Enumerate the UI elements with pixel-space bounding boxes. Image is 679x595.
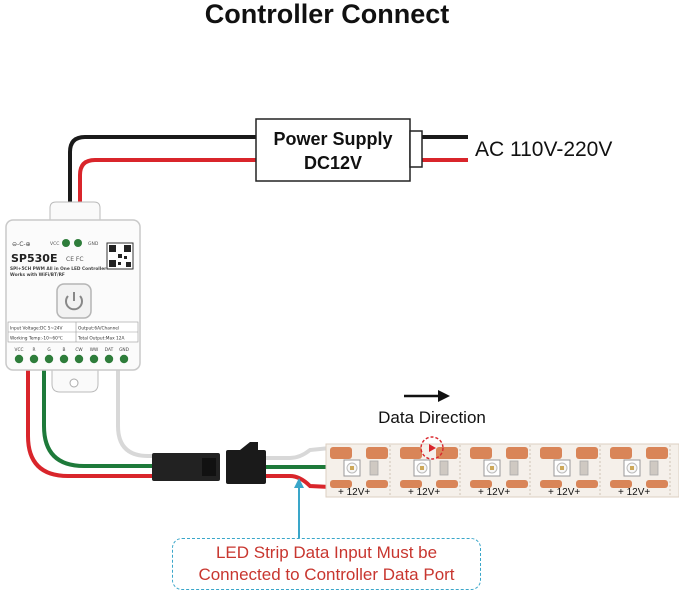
bottom-terminal-screw (119, 354, 129, 364)
bottom-terminal-label: CW (75, 347, 83, 353)
bottom-terminal-label: G (47, 347, 50, 353)
led-chip-die (490, 466, 494, 470)
strip-pad (436, 447, 458, 459)
strip-resistor (579, 460, 589, 476)
power-icon (65, 295, 83, 311)
green-wire-to-connector (42, 368, 152, 468)
spec-working-temp: Working Temp:-10~60℃ (10, 336, 63, 342)
bottom-terminal-label: DAT (105, 347, 114, 353)
red-wire-to-connector (26, 368, 152, 478)
strip-pad (540, 447, 562, 459)
strip-pad (610, 447, 632, 459)
bottom-terminal-screw (14, 354, 24, 364)
bottom-terminal-screw (89, 354, 99, 364)
strip-pad (366, 447, 388, 459)
strip-pad (646, 447, 668, 459)
strip-pad (646, 480, 668, 488)
strip-resistor (369, 460, 379, 476)
data-direction-label: Data Direction (378, 408, 486, 427)
data-direction-arrowhead (438, 390, 450, 402)
strip-pad (610, 480, 632, 488)
data-input-arrow-icon (429, 444, 436, 452)
strip-voltage-label: + 12V+ (478, 487, 510, 498)
led-chip-die (350, 466, 354, 470)
spec-output: Output:6A/Channel (78, 326, 119, 332)
strip-pad (576, 480, 598, 488)
strip-pad (400, 480, 422, 488)
strip-pad (470, 480, 492, 488)
white-wire-to-connector (116, 368, 152, 458)
note-line-2: Connected to Controller Data Port (198, 565, 455, 584)
top-terminal-vcc: VCC (50, 241, 59, 247)
bottom-terminal-screw (59, 354, 69, 364)
led-chip-die (630, 466, 634, 470)
strip-pad (400, 447, 422, 459)
strip-pad (436, 480, 458, 488)
strip-voltage-label: + 12V+ (548, 487, 580, 498)
connector-right-latch (240, 442, 258, 450)
white-wire-to-strip (266, 446, 331, 460)
top-terminal-gnd: GND (88, 241, 99, 247)
ce-mark: CE FC (66, 256, 84, 263)
power-supply-terminal (409, 130, 423, 168)
ac-input-label: AC 110V-220V (475, 138, 612, 161)
page-title: Controller Connect (205, 0, 450, 29)
strip-voltage-label: + 12V+ (408, 487, 440, 498)
red-wire-to-strip (266, 474, 331, 489)
data-port-note: LED Strip Data Input Must be Connected t… (172, 538, 481, 590)
led-chip-die (560, 466, 564, 470)
spec-input-voltage: Input Voltage:DC 5~24V (10, 326, 63, 332)
strip-pad (506, 447, 528, 459)
strip-resistor (439, 460, 449, 476)
spec-total-output: Total Output:Max 12A (77, 336, 124, 342)
power-supply-voltage: DC12V (304, 153, 362, 173)
strip-pad (470, 447, 492, 459)
controller-model: SP530E (11, 252, 57, 265)
note-line-1: LED Strip Data Input Must be (215, 543, 438, 562)
controller-works-with: Works with WiFi/BT/RF (10, 272, 65, 278)
black-wire-to-power (68, 135, 256, 218)
bottom-terminal-label: B (63, 347, 66, 353)
bottom-terminals: VCC R G B CW WW DAT GND (14, 347, 130, 364)
led-strip-segments: + 12V+ + 12V+ + 12V+ + 12V+ + 12V+ (330, 445, 671, 498)
bottom-terminal-label: GND (119, 347, 130, 353)
dc-symbol: ⊖-C-⊕ (12, 241, 31, 248)
top-terminal-screw (74, 239, 82, 247)
strip-resistor (649, 460, 659, 476)
note-pointer-arrowhead (294, 478, 304, 488)
strip-pad (366, 480, 388, 488)
connector-right (226, 450, 266, 484)
bottom-terminal-label: R (33, 347, 36, 353)
spec-table (7, 321, 139, 343)
top-terminal-screw (62, 239, 70, 247)
controller-subtitle: SPI+5CH PWM All in One LED Controller (10, 266, 107, 272)
strip-resistor (509, 460, 519, 476)
strip-pad (540, 480, 562, 488)
strip-voltage-label: + 12V+ (338, 487, 370, 498)
bottom-terminal-screw (29, 354, 39, 364)
bottom-terminal-label: VCC (15, 347, 24, 353)
red-wire-to-power (78, 158, 256, 218)
bottom-terminal-screw (104, 354, 114, 364)
qr-code (106, 242, 134, 270)
strip-pad (330, 447, 352, 459)
data-input-highlight (420, 436, 444, 460)
power-supply-box (255, 118, 411, 182)
mount-hole (69, 378, 79, 388)
strip-pad (576, 447, 598, 459)
strip-voltage-label: + 12V+ (618, 487, 650, 498)
bottom-terminal-label: WW (90, 347, 99, 353)
strip-pad (330, 480, 352, 488)
power-supply-label: Power Supply (273, 129, 392, 149)
bottom-terminal-screw (44, 354, 54, 364)
strip-pad (506, 480, 528, 488)
bottom-terminal-screw (74, 354, 84, 364)
led-chip-die (420, 466, 424, 470)
mount-ear-top (49, 201, 101, 222)
connector-left-latch (202, 458, 216, 476)
